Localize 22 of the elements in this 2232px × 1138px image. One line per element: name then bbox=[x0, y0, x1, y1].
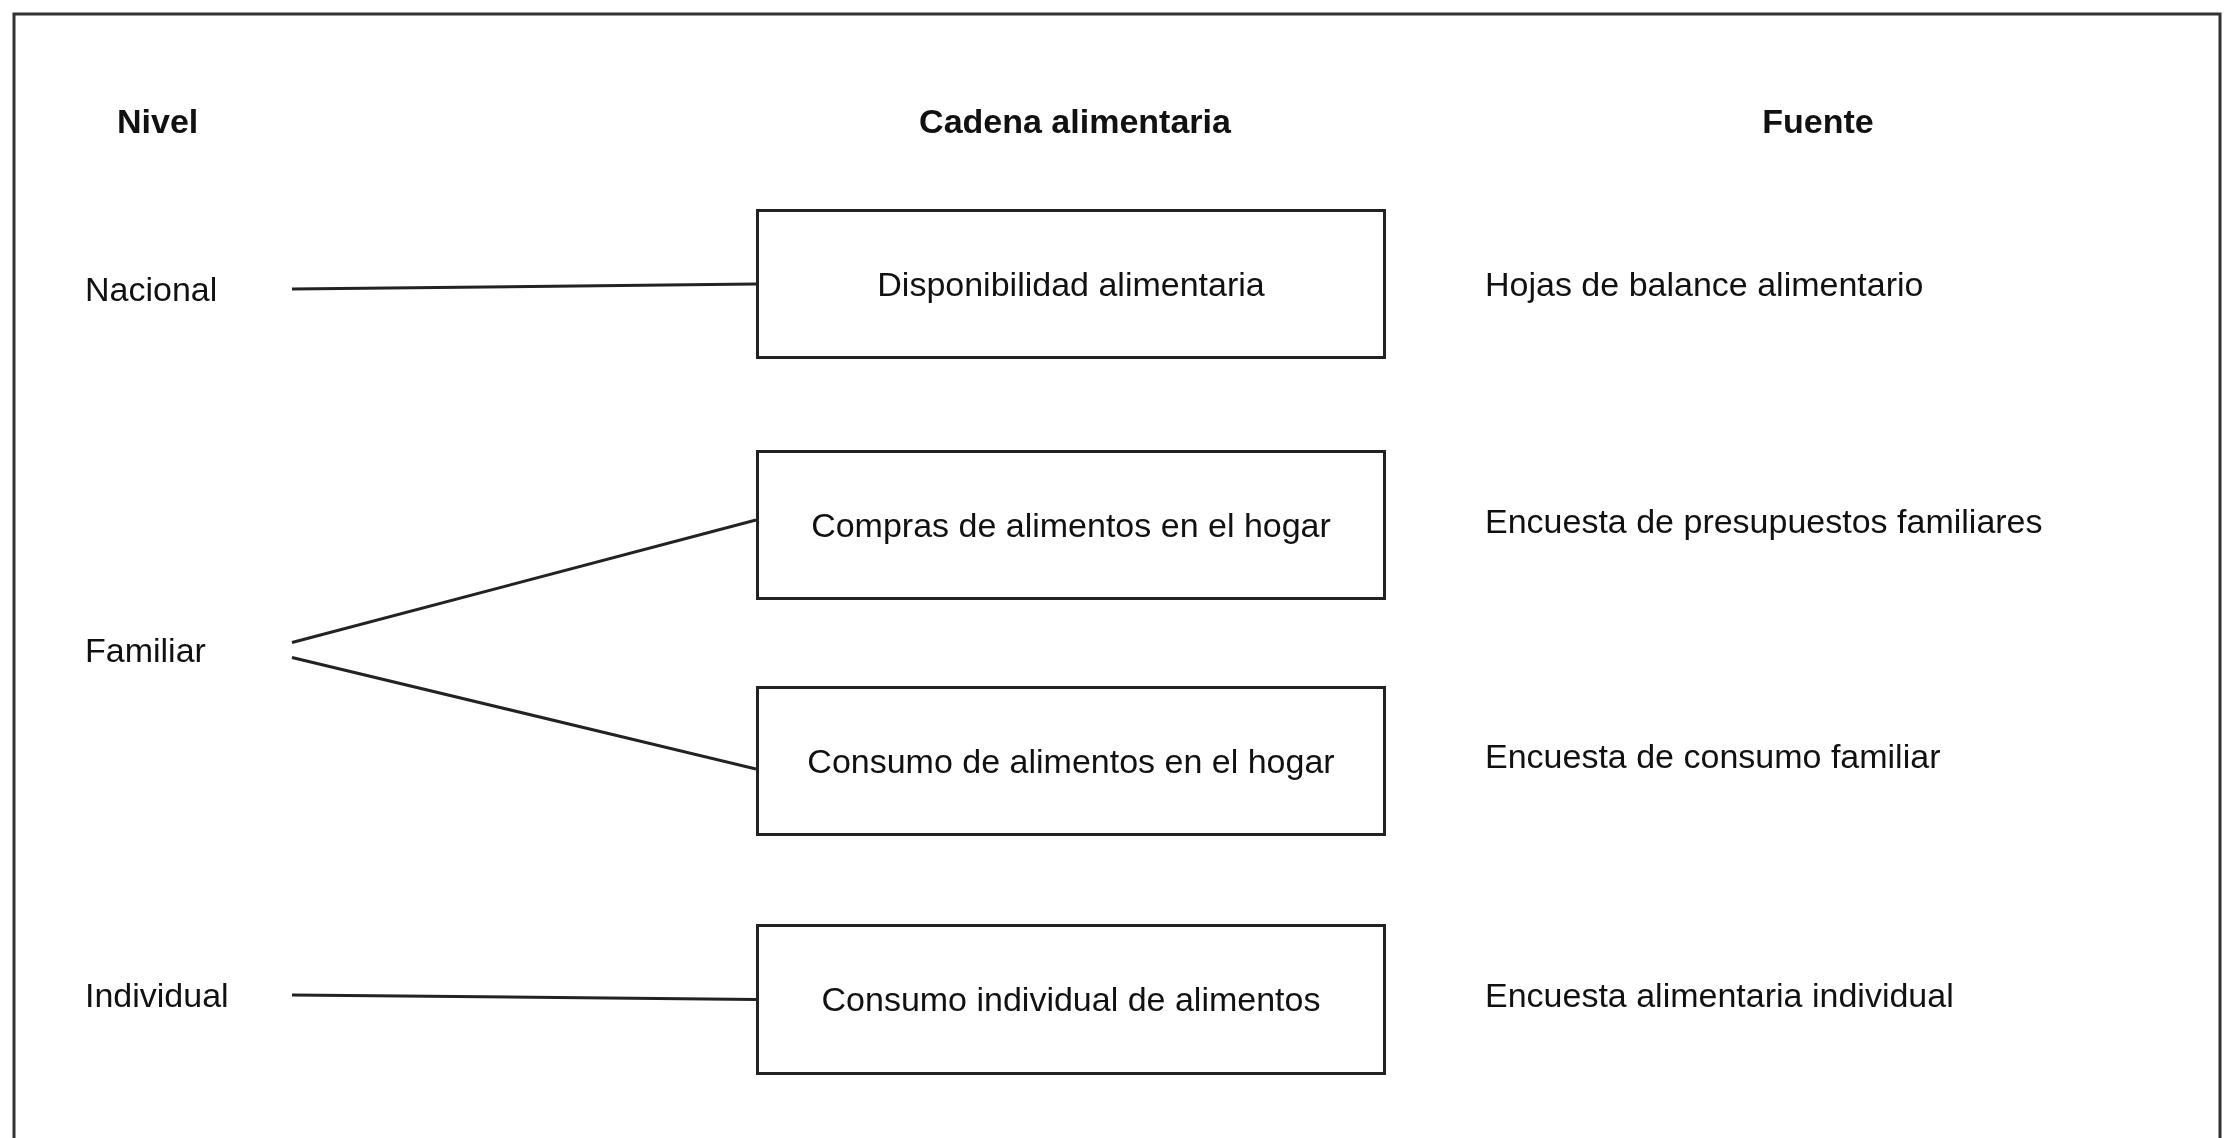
box-text: Disponibilidad alimentaria bbox=[877, 263, 1265, 305]
connector-line bbox=[292, 282, 756, 291]
source-label: Encuesta alimentaria individual bbox=[1485, 975, 1954, 1015]
process-box bbox=[756, 450, 1386, 600]
process-box bbox=[756, 209, 1386, 359]
process-box bbox=[756, 924, 1386, 1075]
level-label: Nacional bbox=[85, 268, 218, 310]
connector-line bbox=[291, 656, 757, 771]
column-heading: Nivel bbox=[117, 101, 199, 141]
source-label: Encuesta de consumo familiar bbox=[1485, 736, 1941, 776]
box-text: Consumo individual de alimentos bbox=[821, 979, 1321, 1020]
column-heading: Fuente bbox=[1762, 101, 1874, 141]
process-box bbox=[756, 686, 1386, 836]
level-label: Individual bbox=[85, 974, 229, 1016]
connector-line bbox=[292, 993, 756, 1001]
box-text: Consumo de alimentos en el hogar bbox=[807, 740, 1335, 782]
box-text: Compras de alimentos en el hogar bbox=[811, 504, 1331, 546]
connector-line bbox=[291, 518, 757, 644]
source-label: Hojas de balance alimentario bbox=[1485, 264, 1924, 304]
source-label: Encuesta de presupuestos familiares bbox=[1485, 501, 2043, 541]
level-label: Familiar bbox=[85, 629, 206, 671]
column-heading: Cadena alimentaria bbox=[919, 101, 1231, 141]
